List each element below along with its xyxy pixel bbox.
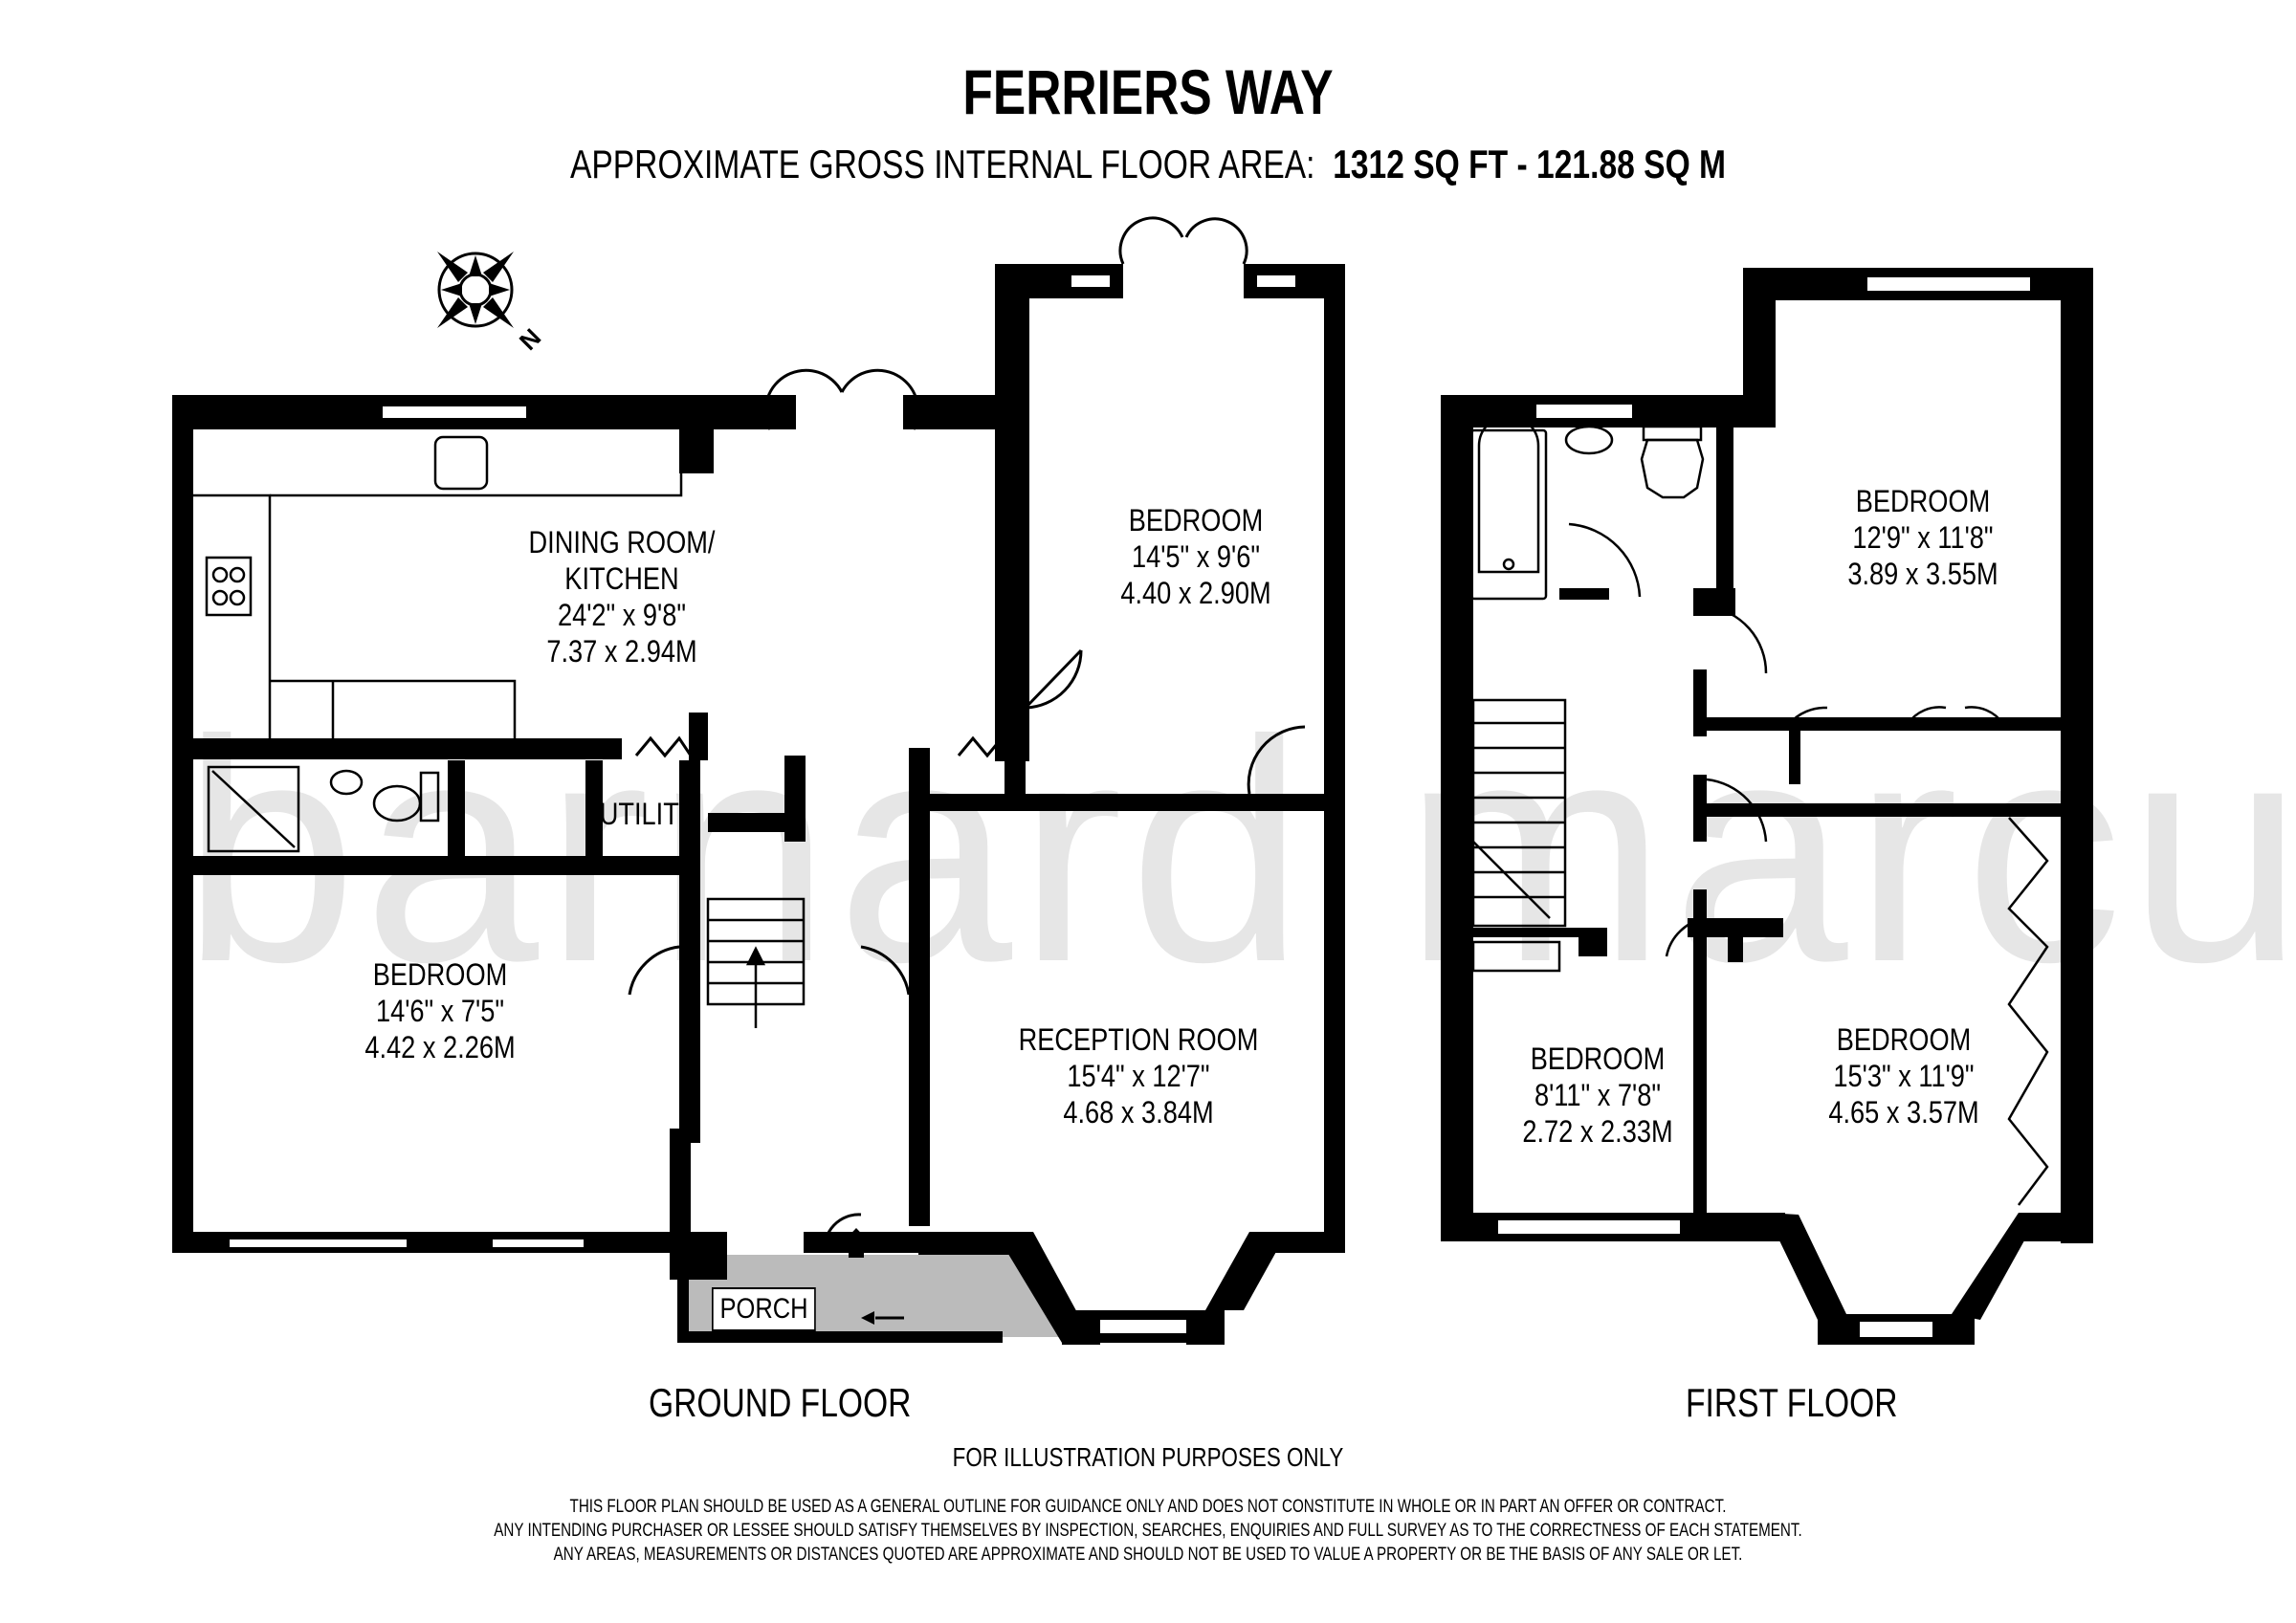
room-dimensions-metric: 4.42 x 2.26M bbox=[364, 1030, 516, 1064]
room-label-first-bedroom-small: BEDROOM 8'11" x 7'8" 2.72 x 2.33M bbox=[1509, 1041, 1688, 1150]
room-name: BEDROOM bbox=[372, 957, 508, 992]
compass-north-label: N bbox=[514, 323, 546, 356]
room-label-porch: PORCH bbox=[712, 1287, 817, 1331]
ground-doors bbox=[628, 216, 1306, 1254]
room-label-first-bedroom-front: BEDROOM 15'3" x 11'9" 4.65 x 3.57M bbox=[1806, 1021, 2001, 1130]
room-label-utility: UTILITY bbox=[599, 797, 696, 831]
room-label-reception-room: RECEPTION ROOM 15'4" x 12'7" 4.68 x 3.84… bbox=[1017, 1021, 1261, 1130]
porch-arrows bbox=[842, 1228, 904, 1325]
floor-area-value: 1312 SQ FT - 121.88 SQ M bbox=[1333, 142, 1727, 186]
disclaimer-line: THIS FLOOR PLAN SHOULD BE USED AS A GENE… bbox=[569, 1497, 1727, 1517]
watermark: barnard marcus bbox=[182, 674, 2296, 1027]
ground-stairs bbox=[706, 897, 806, 1028]
first-floor-fixtures bbox=[1469, 414, 2049, 1206]
compass-rose-icon bbox=[437, 252, 514, 328]
floor-area-summary: APPROXIMATE GROSS INTERNAL FLOOR AREA: 1… bbox=[230, 142, 2066, 187]
room-name-line2: KITCHEN bbox=[564, 561, 679, 596]
ground-bathroom-fixtures bbox=[207, 765, 440, 853]
room-dimensions-metric: 4.68 x 3.84M bbox=[1063, 1095, 1214, 1130]
floor-area-label: APPROXIMATE GROSS INTERNAL FLOOR AREA: bbox=[569, 142, 1315, 186]
room-name: BEDROOM bbox=[1855, 484, 1991, 518]
room-name: RECEPTION ROOM bbox=[1018, 1022, 1259, 1057]
ground-floor-plan bbox=[172, 264, 1345, 1345]
room-dimensions-metric: 7.37 x 2.94M bbox=[546, 634, 697, 669]
illustration-note: FOR ILLUSTRATION PURPOSES ONLY bbox=[952, 1442, 1344, 1472]
room-label-ground-bedroom-front: BEDROOM 14'6" x 7'5" 4.42 x 2.26M bbox=[335, 956, 546, 1065]
room-dimensions-imperial: 15'4" x 12'7" bbox=[1067, 1059, 1210, 1093]
room-dimensions-metric: 4.40 x 2.90M bbox=[1120, 576, 1271, 610]
room-dimensions-imperial: 24'2" x 9'8" bbox=[557, 598, 687, 632]
room-dimensions-imperial: 8'11" x 7'8" bbox=[1534, 1078, 1662, 1112]
room-name: BEDROOM bbox=[1836, 1022, 1972, 1057]
disclaimer-line: ANY INTENDING PURCHASER OR LESSEE SHOULD… bbox=[494, 1521, 1802, 1541]
room-name: DINING ROOM/ bbox=[528, 525, 716, 559]
room-dimensions-metric: 2.72 x 2.33M bbox=[1522, 1114, 1673, 1149]
first-floor-label: FIRST FLOOR bbox=[1686, 1380, 1898, 1425]
room-dimensions-imperial: 15'3" x 11'9" bbox=[1833, 1059, 1975, 1093]
property-title: FERRIERS WAY bbox=[962, 56, 1334, 127]
room-dimensions-imperial: 14'6" x 7'5" bbox=[375, 994, 505, 1028]
room-dimensions-metric: 4.65 x 3.57M bbox=[1828, 1095, 1979, 1130]
ground-floor-label: GROUND FLOOR bbox=[649, 1380, 912, 1425]
room-label-first-bedroom-rear: BEDROOM 12'9" x 11'8" 3.89 x 3.55M bbox=[1818, 483, 2029, 592]
room-dimensions-imperial: 12'9" x 11'8" bbox=[1852, 520, 1994, 555]
disclaimer-line: ANY AREAS, MEASUREMENTS OR DISTANCES QUO… bbox=[553, 1545, 1743, 1565]
room-label-ground-bedroom-rear: BEDROOM 14'5" x 9'6" 4.40 x 2.90M bbox=[1091, 502, 1302, 611]
room-name: BEDROOM bbox=[1128, 503, 1264, 537]
room-dimensions-metric: 3.89 x 3.55M bbox=[1847, 557, 1998, 591]
room-name: BEDROOM bbox=[1530, 1042, 1666, 1076]
room-dimensions-imperial: 14'5" x 9'6" bbox=[1131, 539, 1261, 574]
disclaimer: THIS FLOOR PLAN SHOULD BE USED AS A GENE… bbox=[230, 1495, 2066, 1567]
room-label-dining-kitchen: DINING ROOM/ KITCHEN 24'2" x 9'8" 7.37 x… bbox=[500, 524, 744, 669]
first-floor-plan bbox=[1441, 268, 2093, 1345]
kitchen-units bbox=[193, 429, 683, 746]
